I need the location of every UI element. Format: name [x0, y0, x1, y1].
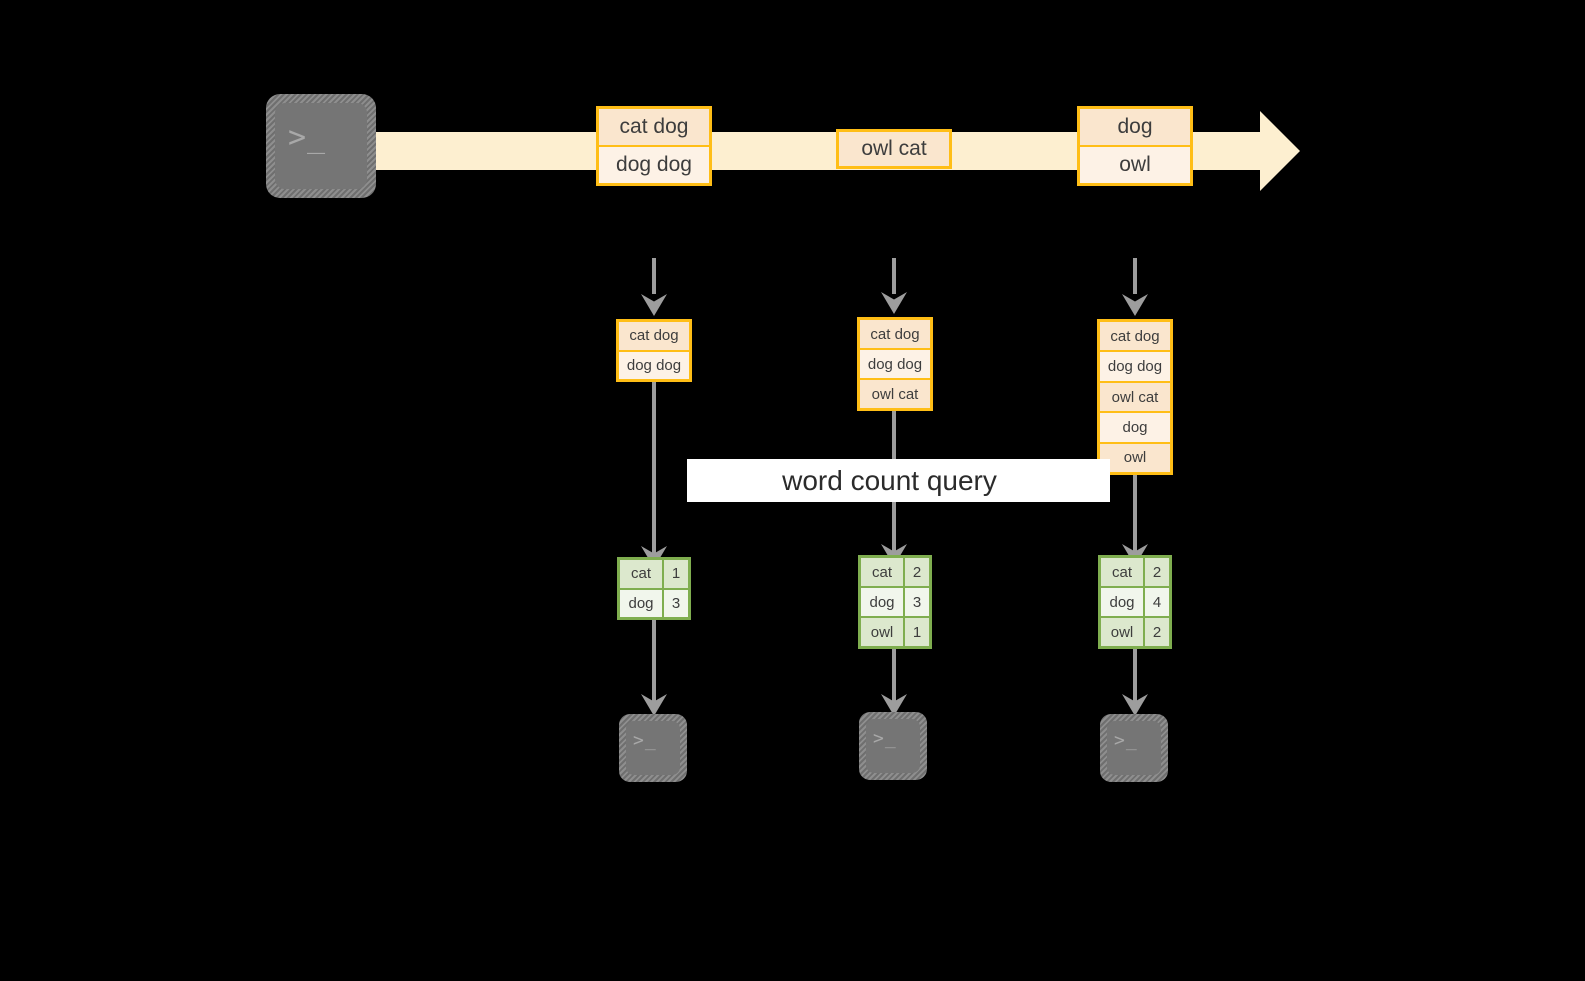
result-table-1-row-1: cat 1 — [620, 560, 688, 590]
sink-terminal-1-screen: >_ — [626, 721, 680, 775]
source-terminal-prompt-glyph: >_ — [288, 120, 327, 155]
result-table-3-row-1-count: 2 — [1145, 558, 1169, 586]
snapshot-2-dashed-connector — [892, 258, 896, 294]
snapshot-1-dashed-connector — [652, 258, 656, 294]
sink-terminal-icon-3: >_ — [1100, 714, 1168, 782]
sink-arrow-2-line — [892, 649, 896, 702]
stream-event-3[interactable]: dog owl — [1077, 106, 1193, 186]
result-table-2-row-3: owl 1 — [861, 618, 929, 646]
result-table-2-row-3-count: 1 — [905, 618, 929, 646]
snapshot-3-dashed-arrowhead-icon — [1122, 294, 1148, 316]
source-terminal-screen: >_ — [275, 103, 367, 189]
result-table-1-row-2-word: dog — [620, 589, 664, 617]
result-table-2-row-1-count: 2 — [905, 558, 929, 586]
snapshot-1-records[interactable]: cat dog dog dog — [616, 319, 692, 382]
result-table-2-row-1: cat 2 — [861, 558, 929, 588]
snapshot-3-line-5: owl — [1100, 443, 1170, 472]
sink-terminal-icon-2: >_ — [859, 712, 927, 780]
stream-event-3-line-2: owl — [1080, 147, 1190, 183]
stream-arrowhead-icon — [1260, 111, 1300, 191]
sink-arrow-1-line — [652, 620, 656, 702]
result-table-2-row-3-word: owl — [861, 618, 905, 646]
snapshot-3-line-3: owl cat — [1100, 382, 1170, 414]
snapshot-1-dashed-arrowhead-icon — [641, 294, 667, 316]
result-table-3-row-3-count: 2 — [1145, 618, 1169, 646]
result-table-1-row-2-count: 3 — [664, 589, 688, 617]
stream-event-1[interactable]: cat dog dog dog — [596, 106, 712, 186]
result-table-1-row-1-word: cat — [620, 560, 664, 588]
stream-event-1-line-1: cat dog — [599, 109, 709, 147]
snapshot-3-line-1: cat dog — [1100, 322, 1170, 353]
snapshot-3-dashed-connector — [1133, 258, 1137, 294]
result-table-2-row-2: dog 3 — [861, 588, 929, 618]
sink-terminal-2-screen: >_ — [866, 719, 920, 773]
sink-terminal-1-prompt-glyph: >_ — [633, 730, 657, 751]
result-table-3-row-2-word: dog — [1101, 588, 1145, 616]
result-table-2-row-1-word: cat — [861, 558, 905, 586]
stream-event-2-line-1: owl cat — [839, 132, 949, 166]
stream-event-1-line-2: dog dog — [599, 147, 709, 183]
result-table-2-row-2-word: dog — [861, 588, 905, 616]
sink-terminal-3-prompt-glyph: >_ — [1114, 730, 1138, 751]
result-table-3-row-2-count: 4 — [1145, 588, 1169, 616]
query-label: word count query — [687, 459, 1110, 502]
snapshot-2-dashed-arrowhead-icon — [881, 292, 907, 314]
snapshot-2-line-2: dog dog — [860, 350, 930, 380]
result-table-3-row-3-word: owl — [1101, 618, 1145, 646]
query-label-text: word count query — [782, 464, 997, 496]
snapshot-1-line-2: dog dog — [619, 351, 689, 379]
result-table-3[interactable]: cat 2 dog 4 owl 2 — [1098, 555, 1172, 649]
snapshot-2-records[interactable]: cat dog dog dog owl cat — [857, 317, 933, 411]
sink-terminal-2-prompt-glyph: >_ — [873, 728, 897, 749]
snapshot-3-records[interactable]: cat dog dog dog owl cat dog owl — [1097, 319, 1173, 475]
result-table-3-row-3: owl 2 — [1101, 618, 1169, 646]
sink-arrow-3-line — [1133, 649, 1137, 702]
result-table-1-row-1-count: 1 — [664, 560, 688, 588]
result-table-3-row-1-word: cat — [1101, 558, 1145, 586]
snapshot-3-line-2: dog dog — [1100, 352, 1170, 383]
result-table-1[interactable]: cat 1 dog 3 — [617, 557, 691, 620]
snapshot-3-line-4: dog — [1100, 413, 1170, 444]
result-table-3-row-2: dog 4 — [1101, 588, 1169, 618]
result-table-3-row-1: cat 2 — [1101, 558, 1169, 588]
result-table-2-row-2-count: 3 — [905, 588, 929, 616]
source-terminal-icon: >_ — [266, 94, 376, 198]
query-arrow-3-line — [1133, 475, 1137, 553]
sink-terminal-3-screen: >_ — [1107, 721, 1161, 775]
snapshot-2-line-1: cat dog — [860, 320, 930, 350]
sink-terminal-icon-1: >_ — [619, 714, 687, 782]
snapshot-2-line-3: owl cat — [860, 380, 930, 408]
stream-event-3-line-1: dog — [1080, 109, 1190, 147]
snapshot-1-line-1: cat dog — [619, 322, 689, 352]
result-table-1-row-2: dog 3 — [620, 589, 688, 617]
result-table-2[interactable]: cat 2 dog 3 owl 1 — [858, 555, 932, 649]
stream-event-2[interactable]: owl cat — [836, 129, 952, 169]
query-arrow-1-line — [652, 382, 656, 554]
